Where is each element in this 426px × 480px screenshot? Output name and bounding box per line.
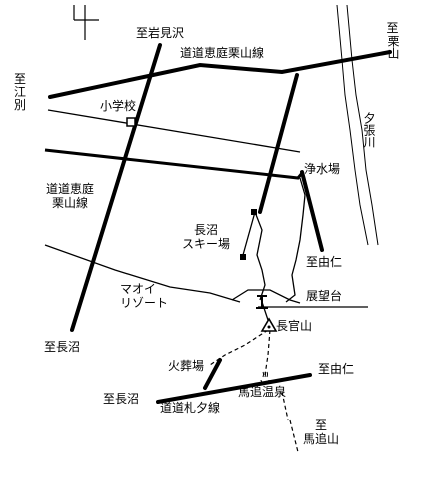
label-school: 小学校 — [100, 99, 137, 113]
label-to-yuni-lower: 至由仁 — [318, 362, 355, 376]
hot-spring-icon — [260, 371, 270, 384]
observatory-tower-icon — [256, 295, 268, 309]
north-arrow-icon — [73, 5, 99, 40]
local-roads — [44, 109, 368, 321]
label-yubari-river: 夕張川 — [362, 112, 376, 148]
secondary-roads — [44, 148, 305, 180]
label-umaoi-onsen: 馬追温泉 — [238, 385, 287, 399]
label-naganuma-ski: 長沼 スキー場 — [182, 223, 231, 251]
main-roads — [48, 43, 392, 404]
ski-base-square-icon — [240, 254, 246, 260]
triangle-peak-icon — [260, 317, 278, 332]
label-to-naganuma-south: 至長沼 — [44, 340, 81, 354]
label-to-naganuma-bottom: 至長沼 — [103, 392, 140, 406]
label-route-eniwa-kuriyama-top: 道道恵庭栗山線 — [180, 46, 265, 60]
label-water-plant: 浄水場 — [304, 162, 341, 176]
label-to-kuriyama: 至 栗山 — [386, 21, 400, 60]
trails — [209, 329, 299, 453]
label-maoi-resort: マオイ リゾート — [120, 282, 169, 310]
label-to-umaoi-mountain: 至 馬追山 — [303, 418, 340, 446]
label-observatory: 展望台 — [306, 289, 343, 303]
ski-lift-square-icon — [251, 209, 257, 215]
label-route-eniwa-kuriyama-left: 道道恵庭 栗山線 — [46, 182, 95, 210]
label-to-iwamizawa: 至岩見沢 — [136, 26, 185, 40]
label-choukan-mountain: 長官山 — [276, 319, 313, 333]
label-crematorium: 火葬場 — [168, 359, 205, 373]
label-route-sapporo-yubari: 道道札夕線 — [160, 401, 221, 415]
label-to-yuni-upper: 至由仁 — [306, 255, 343, 269]
school-square-icon — [126, 117, 136, 127]
label-to-ebetsu: 至 江別 — [13, 72, 26, 112]
